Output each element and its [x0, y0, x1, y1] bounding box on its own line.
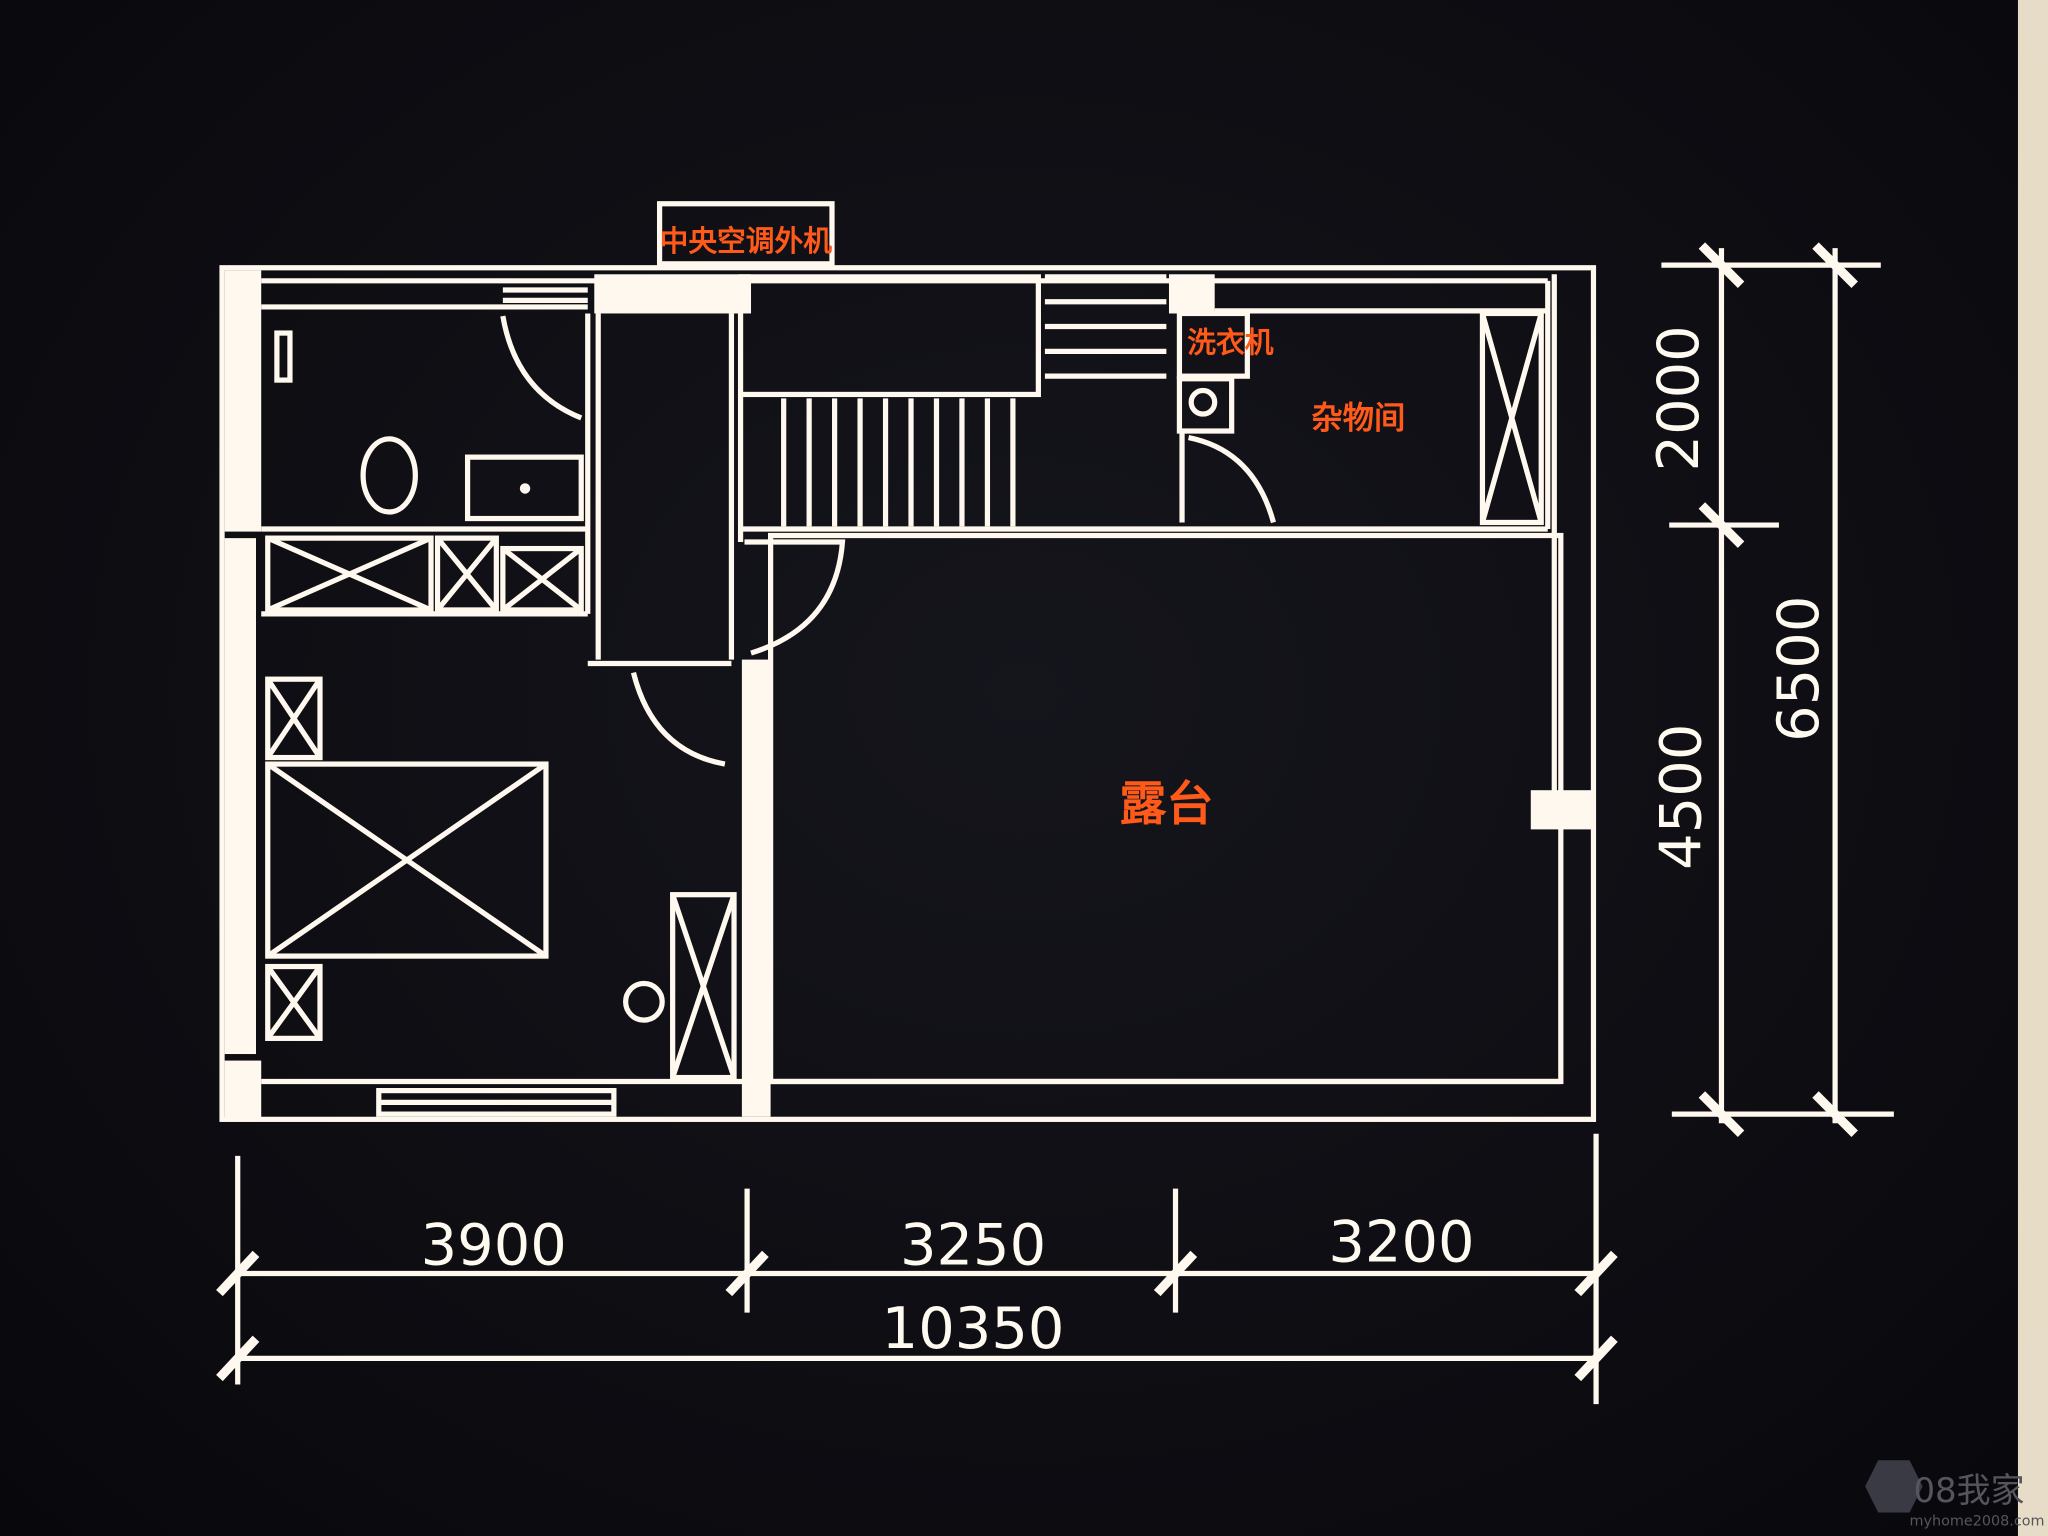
watermark-logo: 08我家 myhome2008.com: [1865, 1460, 2045, 1530]
dim-2000: 2000: [1645, 325, 1712, 471]
dim-4500: 4500: [1648, 724, 1715, 870]
washer-area: 洗衣机: [1176, 310, 1276, 524]
bathroom: [261, 287, 591, 614]
bottom-dimensions: [216, 1133, 1618, 1405]
dim-3200: 3200: [1328, 1209, 1474, 1276]
dim-3900: 3900: [421, 1211, 567, 1278]
storage-label: 杂物间: [1311, 400, 1405, 436]
ac-unit: 中央空调外机: [656, 201, 835, 267]
toilet-icon: [360, 436, 418, 515]
terrace: 露台: [767, 532, 1564, 1085]
bedroom: [261, 676, 1561, 1117]
wardrobe-band: [261, 535, 588, 617]
stairs: [737, 274, 1548, 543]
hallway: [587, 313, 846, 1117]
dim-3250: 3250: [900, 1211, 1046, 1278]
watermark-site: myhome2008.com: [1910, 1514, 2045, 1530]
bed-icon: [265, 761, 549, 959]
terrace-label: 露台: [1119, 777, 1213, 832]
drain-icon: [1188, 387, 1218, 417]
dim-6500: 6500: [1765, 596, 1832, 742]
watermark-brand: 08我家: [1913, 1471, 2024, 1511]
ac-unit-label: 中央空调外机: [660, 224, 833, 258]
washer-label: 洗衣机: [1187, 326, 1273, 360]
walls: [219, 265, 1597, 1122]
storage-room: 杂物间: [1214, 308, 1548, 526]
sink-icon: [464, 454, 584, 522]
right-dimensions: [1661, 242, 1894, 1137]
dim-10350: 10350: [882, 1295, 1065, 1362]
